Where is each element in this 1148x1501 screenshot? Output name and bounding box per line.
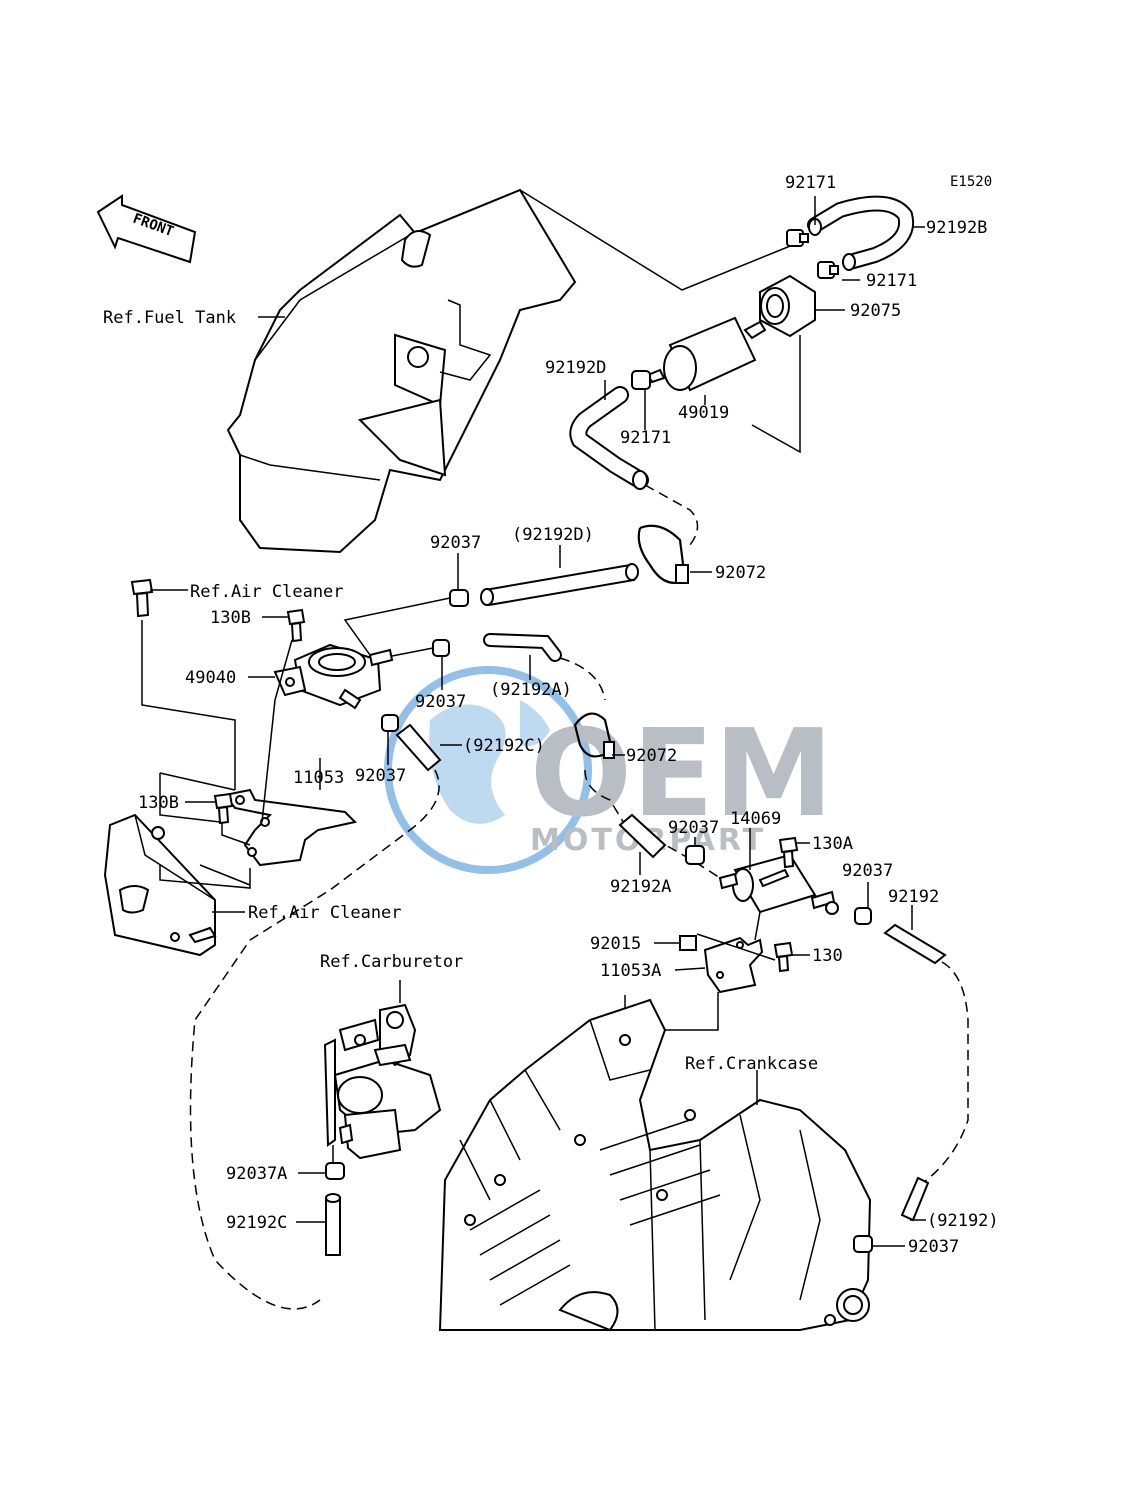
fuel-pump-49040 (273, 643, 394, 710)
label-92192A-ref: (92192A) (490, 680, 572, 700)
hose-92192D (569, 386, 649, 490)
bracket-11053 (223, 788, 358, 867)
label-92192C-ref: (92192C) (463, 736, 545, 756)
label-92037-a: 92037 (430, 533, 481, 553)
air-cleaner-plate (103, 813, 217, 957)
label-11053A: 11053A (600, 961, 661, 981)
diagram-code: E1520 (950, 174, 992, 190)
fuel-filter-14069 (718, 853, 839, 915)
label-92192C: 92192C (226, 1213, 287, 1233)
label-130A: 130A (812, 834, 853, 854)
hose-92192A-upper (483, 633, 562, 662)
hose-92192 (883, 923, 947, 965)
label-130B-a: 130B (210, 608, 251, 628)
watermark-brand: OEM (530, 705, 833, 844)
label-ref-crankcase: Ref.Crankcase (685, 1054, 818, 1074)
carburetor (323, 1003, 442, 1160)
clamp-92171-mid (817, 261, 839, 279)
label-92037-b: 92037 (415, 692, 466, 712)
label-11053: 11053 (293, 768, 344, 788)
front-arrow-icon: FRONT (96, 194, 197, 264)
labels: E1520 92171 92192B 92171 92075 Ref.Fuel … (103, 173, 999, 1257)
label-92171-b: 92171 (866, 271, 917, 291)
label-92192D: 92192D (545, 358, 606, 378)
band-92072-upper (637, 524, 689, 584)
label-92192A: 92192A (610, 877, 671, 897)
label-49019: 49019 (678, 403, 729, 423)
label-92171-a: 92171 (785, 173, 836, 193)
fuel-filter-49019 (646, 316, 767, 392)
hose-92192-lower (900, 1176, 930, 1222)
nut-92015 (679, 935, 697, 951)
label-92015: 92015 (590, 934, 641, 954)
hose-92192C-upper (395, 723, 442, 772)
watermark-globe-icon (384, 666, 592, 874)
clamp-92171-low (631, 370, 651, 390)
clamp-92037-top (449, 589, 469, 607)
label-92171-c: 92171 (620, 428, 671, 448)
clamp-92037-bottom (853, 1235, 873, 1253)
label-92037-f: 92037 (908, 1237, 959, 1257)
label-92192: 92192 (888, 887, 939, 907)
label-ref-air-cleaner-a: Ref.Air Cleaner (190, 582, 344, 602)
filter-holder-92075 (759, 274, 816, 338)
bolt-130B-lower (213, 792, 234, 825)
bolt-130B-upper (286, 608, 306, 643)
hose-92192D-straight (480, 563, 639, 607)
clamp-92171-top (786, 229, 809, 247)
label-92037A: 92037A (226, 1164, 287, 1184)
label-130: 130 (812, 946, 843, 966)
label-ref-carburetor: Ref.Carburetor (320, 952, 463, 972)
label-92072-a: 92072 (715, 563, 766, 583)
label-92037-e: 92037 (842, 861, 893, 881)
label-92072-b: 92072 (626, 746, 677, 766)
label-92037-d: 92037 (668, 818, 719, 838)
label-130B-b: 130B (138, 793, 179, 813)
bolt-130 (773, 941, 794, 973)
clamp-92037-mid (432, 639, 450, 657)
hose-92192A-lower (618, 813, 667, 859)
bolt-ref-air-cleaner (130, 578, 154, 618)
clamp-92037-right (854, 907, 872, 925)
hose-92192B (807, 195, 915, 271)
label-14069: 14069 (730, 809, 781, 829)
label-ref-fuel-tank: Ref.Fuel Tank (103, 308, 236, 328)
label-92192D-ref: (92192D) (512, 525, 594, 545)
label-49040: 49040 (185, 668, 236, 688)
clamp-92037-left (381, 714, 399, 732)
label-92037-c: 92037 (355, 766, 406, 786)
label-ref-air-cleaner-b: Ref.Air Cleaner (248, 903, 402, 923)
bolt-130A (778, 836, 799, 869)
clamp-92037-filter (685, 845, 705, 865)
band-92072-lower (573, 712, 615, 759)
watermark: OEM MOTORPART (384, 666, 833, 874)
fuel-tank (226, 188, 806, 554)
crankcase (438, 998, 872, 1332)
hose-92192C-lower (325, 1193, 341, 1256)
clamp-92037A (325, 1162, 345, 1180)
label-92192B: 92192B (926, 218, 987, 238)
label-92075: 92075 (850, 301, 901, 321)
leader-lines (150, 196, 926, 1247)
label-92192-ref: (92192) (927, 1211, 999, 1231)
